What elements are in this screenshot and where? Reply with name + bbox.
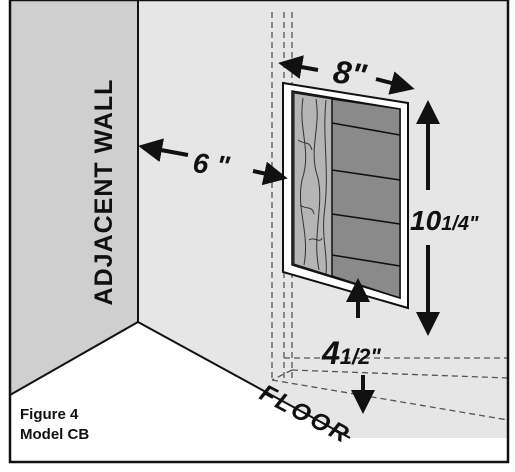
side-arrow-right xyxy=(252,161,288,186)
floor-clearance-fraction: 1/2" xyxy=(340,344,382,369)
vent-unit xyxy=(282,81,409,310)
figure-number: Figure 4 xyxy=(20,406,79,423)
floor-edge-left xyxy=(9,321,139,396)
side-clearance-label: 6 " xyxy=(191,147,231,182)
width-arrow-left xyxy=(278,55,319,79)
dimension-arrows xyxy=(138,55,440,414)
width-arrow-right xyxy=(375,71,415,95)
floor-clearance-label: 41/2" xyxy=(321,335,381,371)
adjacent-wall-label: ADJACENT WALL xyxy=(90,79,118,306)
width-label: 8" xyxy=(331,53,369,93)
height-fraction: 1/4" xyxy=(441,213,479,235)
model-name: Model CB xyxy=(20,426,90,443)
adjacent-wall xyxy=(10,0,138,395)
floor xyxy=(10,322,508,462)
figure-caption: Figure 4 Model CB xyxy=(20,405,89,445)
floor-clearance-whole: 4 xyxy=(321,335,340,371)
louver-panel xyxy=(331,98,401,300)
louver-slats xyxy=(331,122,401,267)
side-arrow-left xyxy=(138,138,189,162)
height-label: 101/4" xyxy=(410,205,479,236)
insulation-texture xyxy=(297,97,327,275)
figure-border xyxy=(8,0,510,464)
height-whole: 10 xyxy=(410,205,442,236)
floor-edge-right xyxy=(137,321,351,439)
